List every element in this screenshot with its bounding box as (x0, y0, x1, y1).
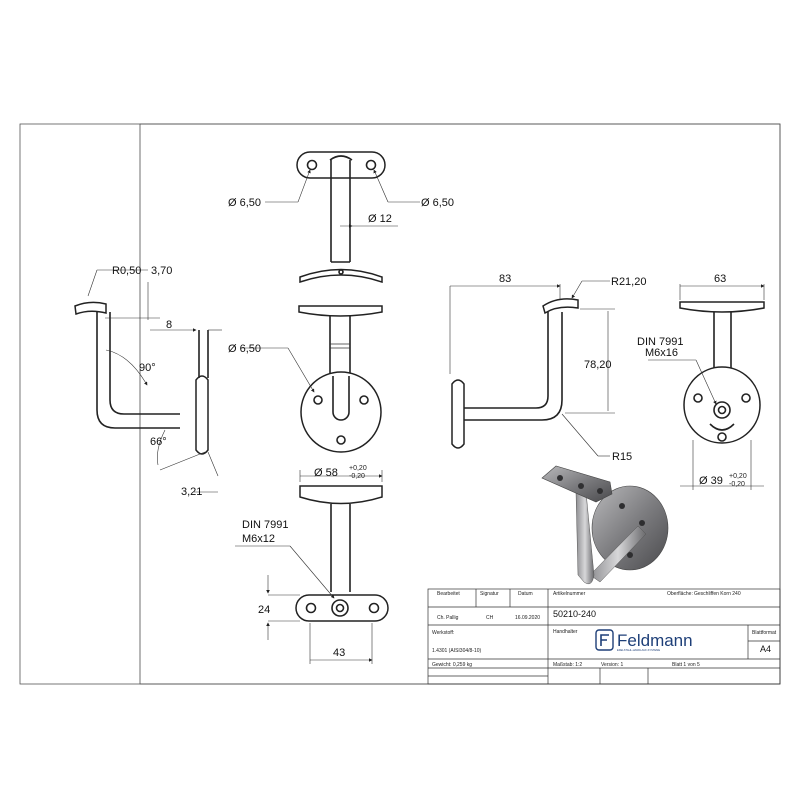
dim-radius-050: R0,50 (112, 265, 141, 277)
tb-h-werkstoff: Werkstoff: (432, 630, 454, 636)
dim-r2120: R21,20 (611, 276, 646, 288)
dim-tube-diameter: Ø 12 (368, 213, 392, 225)
tb-h-oberflaeche: Oberfläche: (667, 591, 693, 597)
tb-v-oberflaeche: Geschliffen Korn 240 (694, 591, 741, 597)
dim-front-hole: Ø 6,50 (228, 343, 261, 355)
isometric-render (541, 465, 669, 585)
tb-v-sig: CH (486, 615, 494, 621)
tb-v-artikelnummer: 50210-240 (553, 609, 596, 619)
dim-angle-90: 90° (139, 362, 156, 374)
tb-h-handhalter: Handhalter (553, 629, 578, 635)
brand-sub: EDELSTAHL-HANDLAUF-SYSTEME (617, 648, 660, 652)
side-view: R0,50 3,70 8 90° 66° 3,21 (74, 265, 222, 498)
tb-version: Version: 1 (601, 662, 623, 668)
title-block: Bearbeitet Signatur Datum Ch. Pallig CH … (427, 588, 781, 685)
dim-r15: R15 (612, 451, 632, 463)
dim-top-hole-right: Ø 6,50 (421, 197, 454, 209)
tb-gewicht: Gewicht: 0,259 kg (432, 662, 472, 668)
tb-blatt: Blatt 1 von 5 (672, 662, 700, 668)
dim-base-tol-plus: +0,20 (349, 465, 367, 472)
dim-321: 3,21 (181, 486, 202, 498)
brand-name: Feldmann (617, 631, 693, 650)
top-view: Ø 6,50 Ø 6,50 Ø 12 (228, 151, 454, 284)
dim-angle-66: 66° (150, 436, 167, 448)
tb-h-blattformat: Blattformat (752, 630, 777, 636)
dim-7820: 78,20 (584, 359, 612, 371)
dim-base-tol-minus: -0,20 (349, 473, 365, 480)
outer-frame (19, 123, 781, 685)
tb-h-signatur: Signatur (480, 591, 499, 597)
dim-8: 8 (166, 319, 172, 331)
dim-far-tol-minus: -0,20 (729, 481, 745, 488)
dim-43: 43 (333, 647, 345, 659)
din-right-1: DIN 7991 (637, 336, 683, 348)
right-side-view: 83 R21,20 78,20 R15 (449, 273, 646, 463)
tb-v-name: Ch. Pallig (437, 615, 459, 621)
din-front-2: M6x12 (242, 533, 275, 545)
dim-base-diameter: Ø 58 (314, 467, 338, 479)
front-view: Ø 6,50 (228, 305, 383, 453)
dim-63: 63 (714, 273, 726, 285)
bottom-view: Ø 58 +0,20 -0,20 DIN 7991 M6x12 24 43 (235, 465, 389, 664)
dim-83: 83 (499, 273, 511, 285)
dim-39: Ø 39 (699, 475, 723, 487)
tb-massstab: Maßstab: 1:2 (553, 662, 582, 668)
tb-h-datum: Datum (518, 591, 533, 597)
tb-v-werkstoff: 1.4301 (AISI304/8-10) (432, 648, 482, 654)
dim-top-hole-left: Ø 6,50 (228, 197, 261, 209)
tb-v-date: 16.09.2020 (515, 615, 540, 621)
din-front-1: DIN 7991 (242, 519, 288, 531)
din-right-2: M6x16 (645, 347, 678, 359)
far-right-view: 63 DIN 7991 M6x16 Ø 39 +0,20 -0,20 (637, 273, 765, 490)
dim-24: 24 (258, 604, 270, 616)
tb-v-blattformat: A4 (760, 644, 771, 654)
feldmann-logo: Feldmann EDELSTAHL-HANDLAUF-SYSTEME (595, 629, 693, 652)
dim-far-tol-plus: +0,20 (729, 473, 747, 480)
tb-h-bearbeitet: Bearbeitet (437, 591, 460, 597)
tb-h-artikelnummer: Artikelnummer (553, 591, 586, 597)
dim-370: 3,70 (151, 265, 172, 277)
